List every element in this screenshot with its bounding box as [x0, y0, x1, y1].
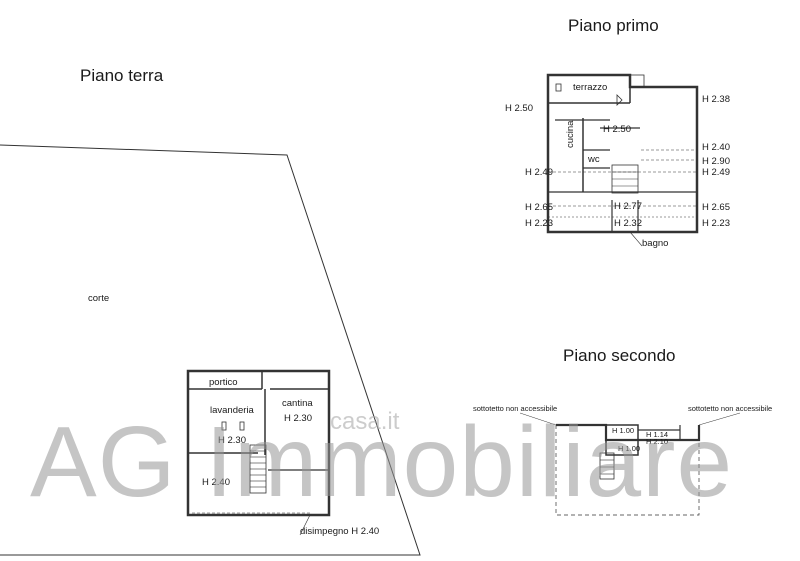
first-floor-title: Piano primo	[568, 16, 659, 35]
height-right-6: H 2.23	[702, 218, 730, 229]
height-h114: H 1.14	[646, 430, 669, 439]
height-left-4: H 2.23	[525, 218, 553, 229]
watermark-logo: casa.it	[330, 408, 400, 435]
height-h100-bottom: H 1.00	[618, 444, 641, 453]
height-right-3: H 2.90	[702, 156, 730, 167]
bagno-label: bagno	[642, 238, 669, 249]
lavanderia-label: lavanderia	[210, 405, 254, 416]
portico-label: portico	[209, 377, 238, 388]
height-h100-top: H 1.00	[612, 426, 635, 435]
ground-floor-outline	[186, 369, 331, 517]
lavanderia-height: H 2.30	[218, 435, 246, 446]
cantina-label: cantina	[282, 398, 313, 409]
attic-left-label: sottotetto non accessibile	[473, 404, 558, 413]
height-left-2: H 2.49	[525, 167, 553, 178]
cucina-label: cucina	[565, 120, 576, 148]
disimpegno-label: disimpegno H 2.40	[300, 526, 380, 537]
height-h210: H 2.10	[646, 437, 669, 446]
bottom-height-label: H 2.32	[614, 218, 642, 229]
second-floor-title: Piano secondo	[563, 346, 676, 365]
height-left-1: H 2.50	[505, 103, 533, 114]
height-right-5: H 2.65	[702, 202, 730, 213]
watermark-text: AG Immobiliare	[30, 406, 734, 518]
mid-height-label: H 2.77	[614, 201, 642, 212]
corte-label: corte	[88, 293, 110, 304]
cantina-height: H 2.30	[284, 413, 312, 424]
ground-floor-title: Piano terra	[80, 66, 164, 85]
height-right-1: H 2.38	[702, 94, 730, 105]
corte-boundary	[0, 144, 421, 556]
height-left-3: H 2.65	[525, 202, 553, 213]
wc-label: wc	[588, 154, 600, 165]
height-right-4: H 2.49	[702, 167, 730, 178]
attic-right-label: sottotetto non accessibile	[688, 404, 773, 413]
height-right-2: H 2.40	[702, 142, 730, 153]
room-height-label: H 2.40	[202, 477, 230, 488]
terrazzo-label: terrazzo	[573, 82, 608, 93]
center-height-label: H 2.50	[603, 124, 631, 135]
